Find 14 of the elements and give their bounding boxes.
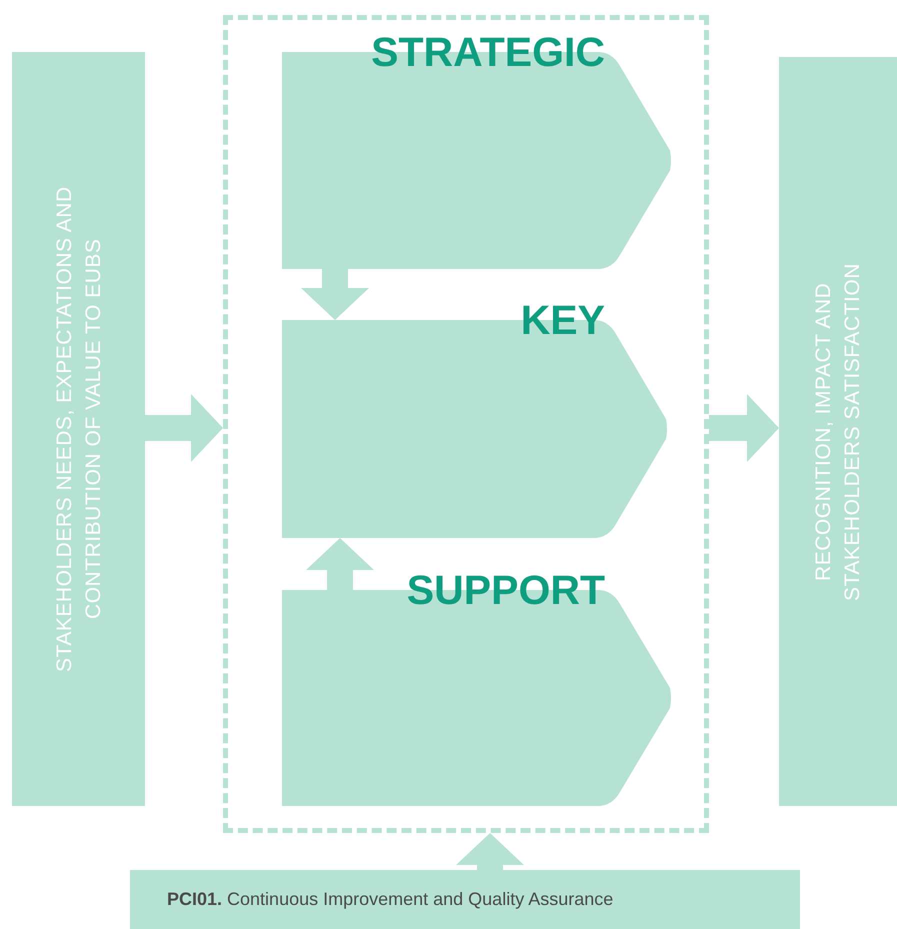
panel-text: STAKEHOLDERS NEEDS, EXPECTATIONS AND CONTRIBUTION OF VALUE TO EUBS xyxy=(52,185,106,674)
process-bar xyxy=(130,870,800,929)
process-heading: KEY xyxy=(520,300,605,341)
process-heading: STRATEGIC xyxy=(371,32,605,73)
process-label: PCI01. Continuous Improvement and Quality Assurance xyxy=(167,888,614,911)
input-output-panel xyxy=(12,52,145,806)
process-heading: SUPPORT xyxy=(406,570,605,611)
block-arrow xyxy=(306,538,374,590)
input-output-panel xyxy=(779,57,897,806)
block-arrow xyxy=(456,833,524,870)
block-arrow xyxy=(145,394,223,462)
panel-text: RECOGNITION, IMPACT AND STAKEHOLDERS SATISFACTION xyxy=(811,262,865,602)
block-arrow xyxy=(709,394,779,462)
block-arrow xyxy=(301,269,369,320)
